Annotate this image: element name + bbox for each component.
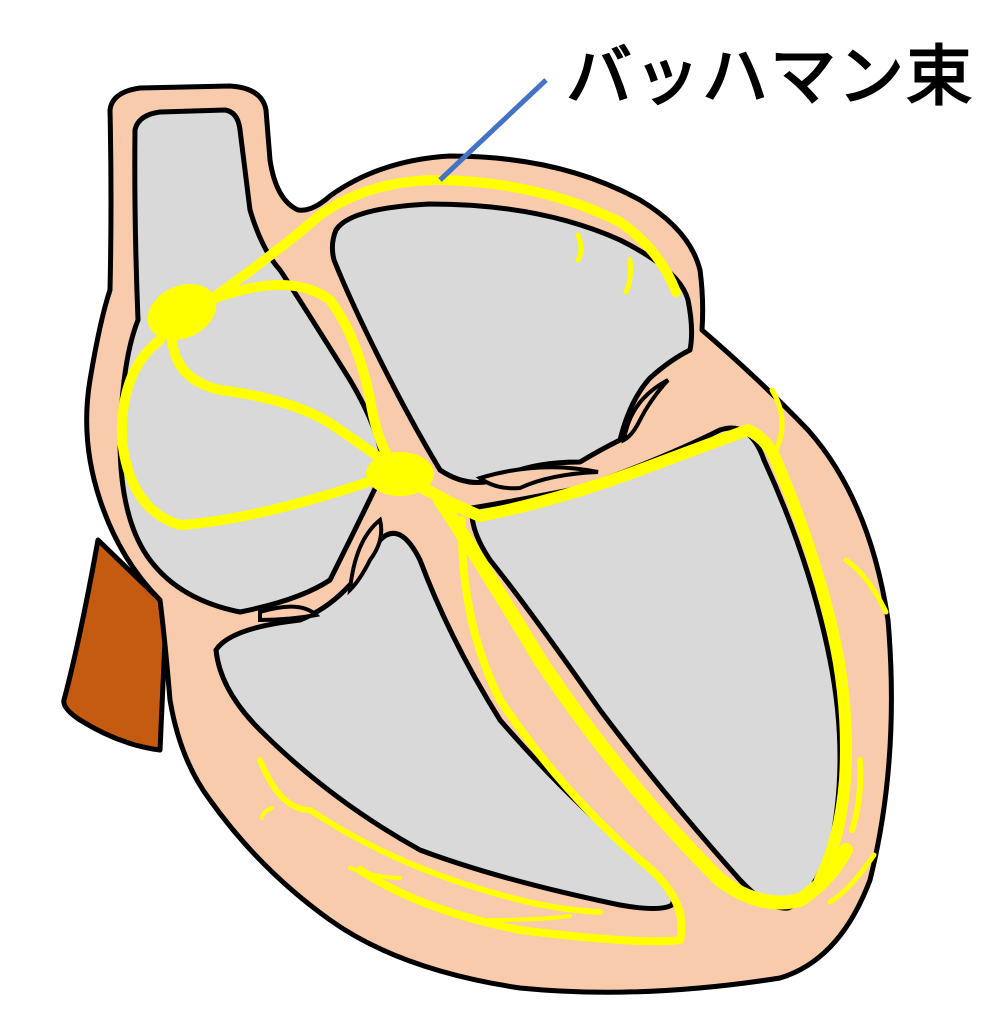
purkinje-fiber	[623, 257, 633, 295]
sinoatrial-node	[147, 283, 217, 341]
label-leader-line	[438, 78, 548, 182]
purkinje-fiber	[348, 866, 402, 880]
purkinje-fiber	[575, 232, 584, 263]
right-bundle-branch	[433, 493, 853, 910]
purkinje-fiber	[843, 557, 889, 615]
purkinje-fiber	[849, 757, 864, 833]
left-bundle-branch	[392, 424, 852, 886]
mitral-valve-upper	[475, 465, 599, 491]
tricuspid-valve-upper	[347, 516, 384, 596]
left-atrium	[329, 201, 695, 485]
conduction-system	[116, 175, 889, 946]
internodal-posterior	[116, 335, 403, 530]
purkinje-fiber	[257, 757, 603, 915]
purkinje-fiber	[827, 852, 877, 905]
tricuspid-valve-lower	[258, 604, 321, 623]
bachmann-bundle-label: バッハマン束	[566, 38, 974, 115]
right-atrium	[117, 107, 387, 615]
internodal-anterior	[205, 280, 403, 477]
purkinje-fiber	[769, 387, 785, 453]
septal-branch	[356, 516, 686, 946]
internodal-middle	[167, 335, 403, 477]
atrioventricular-node	[366, 452, 434, 496]
purkinje-fiber	[260, 806, 274, 820]
purkinje-fiber	[488, 914, 572, 922]
mitral-valve-lateral	[621, 378, 670, 444]
